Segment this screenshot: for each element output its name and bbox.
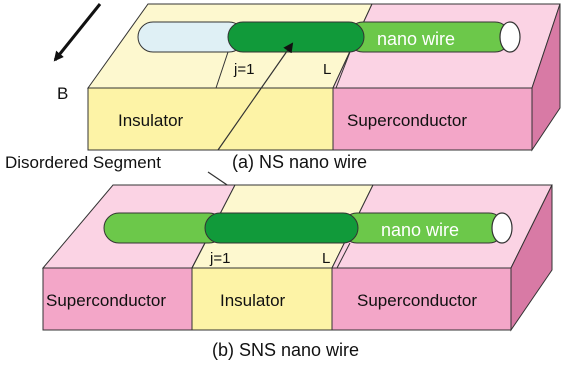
site-end-marker-a <box>335 51 351 89</box>
site-start-label-b: j=1 <box>209 250 230 267</box>
figure-b-sns-nanowire: nano wire j=1 L Superconductor Insulator… <box>41 184 553 332</box>
right-superconductor-label-b: Superconductor <box>357 291 477 310</box>
insulator-label-a: Insulator <box>118 111 184 130</box>
site-end-label-a: L <box>323 61 331 78</box>
site-start-label-a: j=1 <box>233 61 254 78</box>
insulator-front-face-b <box>191 267 333 331</box>
site-start-marker-b <box>191 242 206 269</box>
site-end-marker-b <box>336 242 351 269</box>
insulator-label-b: Insulator <box>220 291 286 310</box>
figure-a-ns-nanowire: nano wire B j=1 L Insulator Superconduct… <box>53 3 561 152</box>
site-end-label-b: L <box>322 250 330 267</box>
left-superconductor-front-face-b <box>42 267 193 331</box>
wire-disordered-segment-b <box>204 212 359 244</box>
magnetic-field-label: B <box>57 84 68 103</box>
disordered-segment-label: Disordered Segment <box>5 153 161 172</box>
nanowire-a: nano wire <box>137 21 521 53</box>
right-superconductor-front-face-b <box>331 267 512 331</box>
nanowire-b: nano wire <box>103 212 513 244</box>
disordered-segment-pointer-a <box>217 42 294 151</box>
wire-end-cap-a <box>499 21 521 53</box>
superconductor-front-face-a <box>332 87 533 151</box>
superconductor-label-a: Superconductor <box>347 111 467 130</box>
figure-a-caption: (a) NS nano wire <box>232 152 367 172</box>
wire-label-a: nano wire <box>377 29 455 49</box>
left-superconductor-label-b: Superconductor <box>46 291 166 310</box>
magnetic-field-arrow <box>53 3 102 62</box>
wire-disordered-segment-a <box>227 21 365 53</box>
wire-label-b: nano wire <box>381 220 459 240</box>
wire-end-cap-b <box>491 212 513 244</box>
site-start-marker-a <box>215 51 229 89</box>
figure-b-caption: (b) SNS nano wire <box>212 340 359 360</box>
